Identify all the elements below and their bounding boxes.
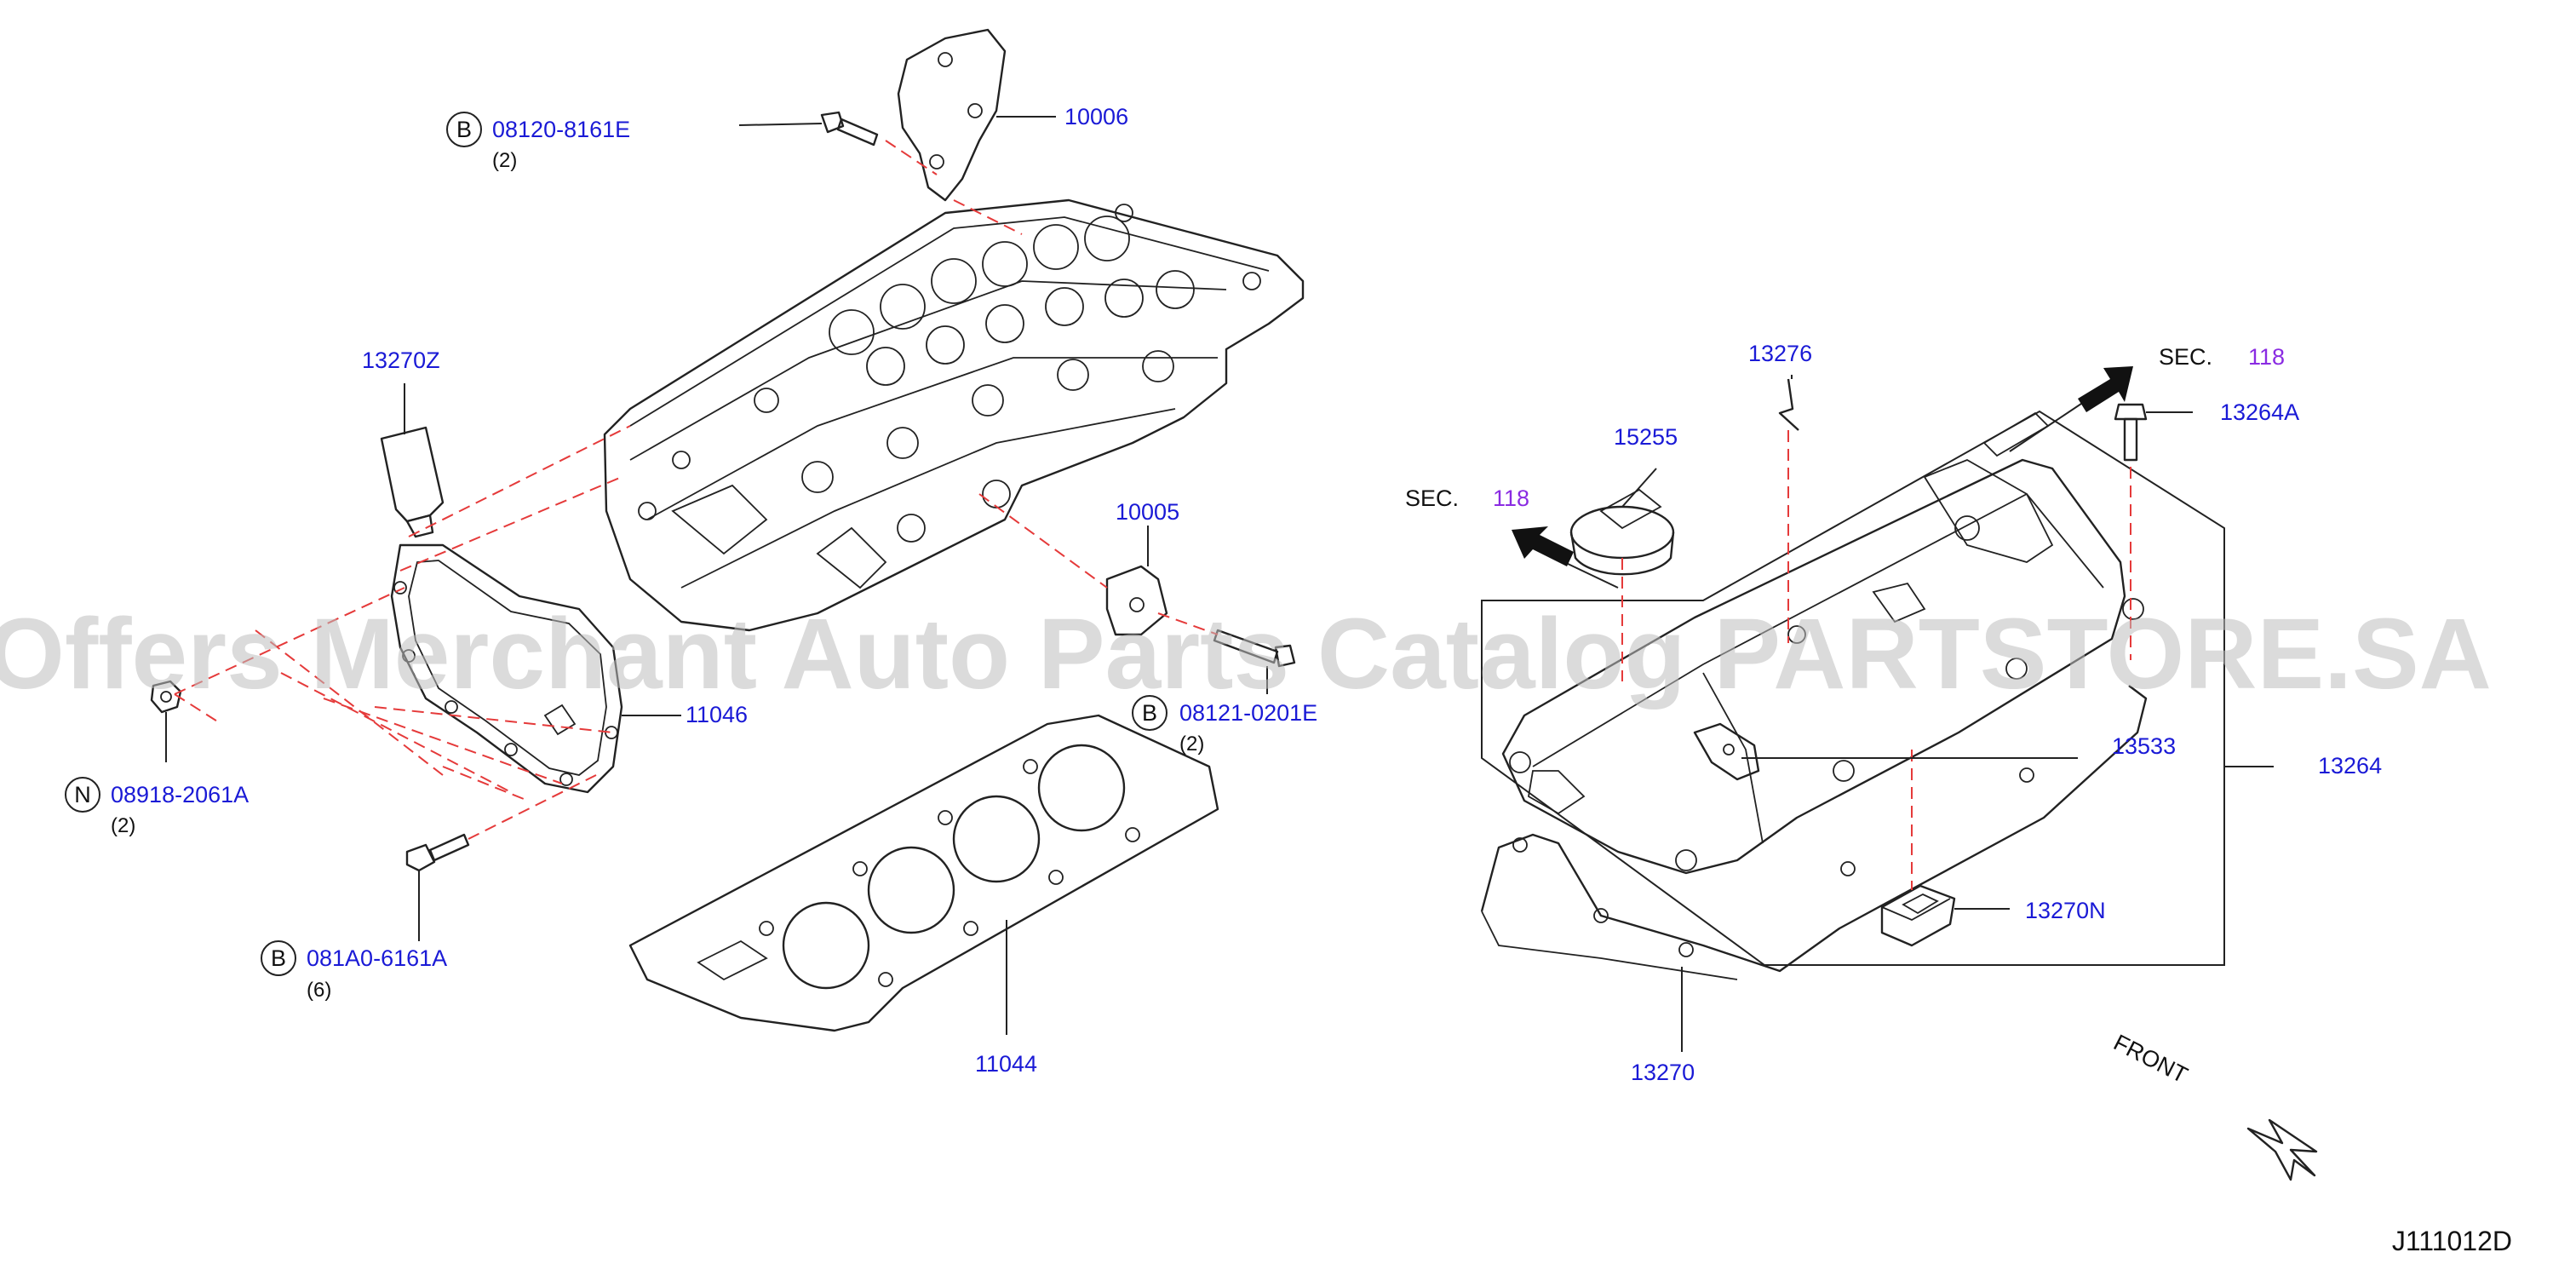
sec-label-right: SEC. — [2159, 344, 2212, 370]
right-leader-lines — [1528, 375, 2274, 1052]
qty-08120-8161E: (2) — [492, 149, 517, 172]
front-arrow-icon — [2246, 1118, 2318, 1181]
watermark: Offers Merchant Auto Parts Catalog PARTS… — [0, 598, 2492, 710]
marker-b-08120-letter: B — [456, 117, 472, 142]
sec-label-left: SEC. — [1405, 485, 1459, 511]
label-13264[interactable]: 13264 — [2318, 753, 2382, 779]
bracket-13533-illustration — [1693, 722, 1760, 781]
left-assembly-guide-lines — [174, 140, 1219, 840]
marker-b-08121 — [1132, 695, 1168, 731]
label-11044[interactable]: 11044 — [975, 1051, 1037, 1077]
qty-081A0-6161A: (6) — [307, 979, 331, 1002]
bracket-10006-illustration — [897, 28, 1007, 202]
valve-cover-13264-illustration — [1501, 411, 2144, 875]
bolt-13264A-illustration — [2114, 403, 2148, 462]
marker-n-08918-letter: N — [74, 782, 91, 807]
sealant-tube-13270Z-illustration — [380, 426, 445, 538]
left-leader-lines — [165, 116, 1268, 1035]
label-13270N[interactable]: 13270N — [2025, 898, 2106, 923]
marker-b-08120 — [446, 112, 482, 147]
gasket-11046-illustration — [390, 543, 623, 794]
bolt-08120-illustration — [820, 111, 879, 147]
label-08120-8161E[interactable]: 08120-8161E — [492, 117, 630, 142]
label-13264A[interactable]: 13264A — [2220, 399, 2299, 425]
front-label: FRONT — [2109, 1030, 2191, 1089]
label-08918-2061A[interactable]: 08918-2061A — [111, 782, 249, 807]
cover-gasket-13270-illustration — [1480, 685, 2148, 980]
bolt-081A0-illustration — [405, 833, 470, 872]
marker-b-081A0 — [261, 940, 296, 976]
drawing-code: J111012D — [2392, 1226, 2512, 1256]
label-10006[interactable]: 10006 — [1064, 104, 1128, 129]
sec-arrow-right-icon — [2078, 366, 2133, 412]
label-11046[interactable]: 11046 — [686, 702, 748, 727]
label-10005[interactable]: 10005 — [1116, 499, 1179, 525]
label-13270[interactable]: 13270 — [1631, 1060, 1695, 1085]
grommet-13270N-illustration — [1880, 884, 1956, 947]
label-13270Z[interactable]: 13270Z — [362, 348, 440, 373]
sec-arrow-left-icon — [1512, 526, 1574, 566]
bracket-10005-illustration — [1105, 565, 1168, 636]
label-08121-0201E[interactable]: 08121-0201E — [1179, 700, 1317, 726]
label-15255[interactable]: 15255 — [1614, 424, 1678, 450]
sec-ref-right[interactable]: 118 — [2248, 344, 2285, 370]
marker-b-08121-letter: B — [1142, 700, 1157, 726]
cylinder-head-illustration — [603, 198, 1305, 632]
sec-ref-left[interactable]: 118 — [1493, 485, 1529, 511]
right-assembly-guide-lines — [1621, 430, 2131, 890]
clip-13276-illustration — [1778, 378, 1799, 431]
label-081A0-6161A[interactable]: 081A0-6161A — [307, 945, 447, 971]
marker-n-08918 — [65, 777, 100, 813]
label-13276[interactable]: 13276 — [1748, 341, 1812, 366]
bolt-08121-illustration — [1213, 629, 1296, 668]
qty-08121-0201E: (2) — [1179, 733, 1204, 756]
nut-08918-illustration — [150, 680, 182, 714]
marker-b-081A0-letter: B — [271, 945, 286, 971]
label-13533[interactable]: 13533 — [2112, 733, 2176, 759]
head-gasket-11044-illustration — [628, 714, 1219, 1032]
qty-08918-2061A: (2) — [111, 814, 135, 837]
